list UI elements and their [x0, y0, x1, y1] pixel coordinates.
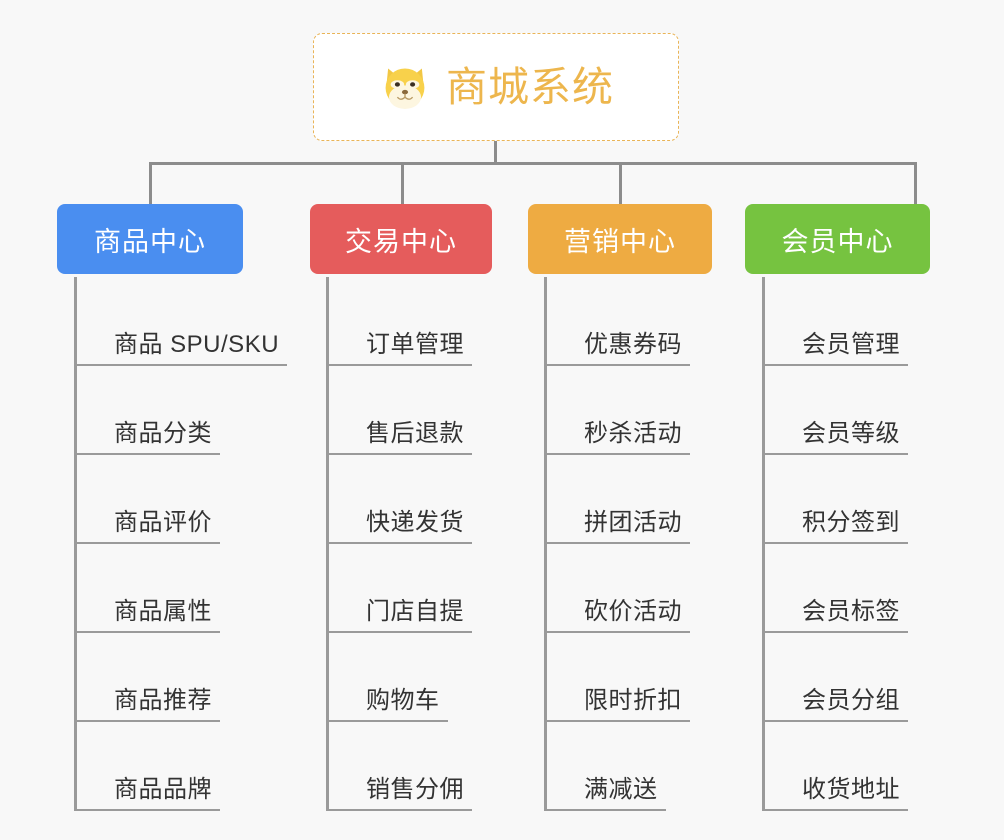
category-label-member: 会员中心: [781, 226, 894, 257]
category-box-marketing[interactable]: 营销中心: [528, 204, 712, 274]
leaf-item[interactable]: 商品推荐: [74, 633, 220, 722]
leaf-label: 商品 SPU/SKU: [114, 331, 280, 359]
leaf-item[interactable]: 售后退款: [326, 366, 472, 455]
leaf-trunk-product: [74, 277, 77, 811]
leaf-item[interactable]: 订单管理: [326, 277, 472, 366]
category-box-trade[interactable]: 交易中心: [310, 204, 492, 274]
leaf-item[interactable]: 积分签到: [762, 455, 908, 544]
leaf-item[interactable]: 购物车: [326, 633, 448, 722]
leaf-item[interactable]: 商品分类: [74, 366, 220, 455]
leaf-label: 砍价活动: [584, 598, 682, 626]
category-box-product[interactable]: 商品中心: [57, 204, 243, 274]
leaf-item[interactable]: 满减送: [544, 722, 666, 811]
leaf-label: 满减送: [584, 776, 658, 804]
leaf-label: 限时折扣: [584, 687, 682, 715]
leaf-item[interactable]: 会员分组: [762, 633, 908, 722]
leaf-item[interactable]: 会员等级: [762, 366, 908, 455]
category-label-product: 商品中心: [94, 226, 206, 257]
category-label-marketing: 营销中心: [564, 226, 676, 257]
leaf-item[interactable]: 销售分佣: [326, 722, 472, 811]
leaf-item[interactable]: 砍价活动: [544, 544, 690, 633]
leaf-label: 快递发货: [366, 509, 464, 537]
leaf-label: 优惠券码: [584, 331, 682, 359]
root-node-shop-system[interactable]: 商城系统: [313, 33, 679, 141]
leaf-label: 销售分佣: [366, 776, 464, 804]
leaf-item[interactable]: 会员标签: [762, 544, 908, 633]
connector-drop-2: [401, 162, 404, 204]
leaf-label: 积分签到: [802, 509, 900, 537]
leaf-item[interactable]: 商品评价: [74, 455, 220, 544]
root-title: 商城系统: [446, 63, 614, 110]
leaf-item[interactable]: 优惠券码: [544, 277, 690, 366]
leaf-label: 门店自提: [366, 598, 464, 626]
leaf-label: 会员管理: [802, 331, 900, 359]
leaf-item[interactable]: 拼团活动: [544, 455, 690, 544]
leaf-label: 订单管理: [366, 331, 464, 359]
leaf-label: 秒杀活动: [584, 420, 682, 448]
leaf-label: 商品品牌: [114, 776, 212, 804]
leaf-label: 拼团活动: [584, 509, 682, 537]
leaf-item[interactable]: 门店自提: [326, 544, 472, 633]
leaf-item[interactable]: 商品品牌: [74, 722, 220, 811]
leaf-item[interactable]: 会员管理: [762, 277, 908, 366]
category-box-member[interactable]: 会员中心: [745, 204, 930, 274]
leaf-label: 商品推荐: [114, 687, 212, 715]
leaf-label: 会员标签: [802, 598, 900, 626]
connector-drop-1: [149, 162, 152, 204]
leaf-label: 购物车: [366, 687, 440, 715]
leaf-item[interactable]: 收货地址: [762, 722, 908, 811]
connector-drop-3: [619, 162, 622, 204]
leaf-trunk-marketing: [544, 277, 547, 811]
shiba-dog-face-icon: [378, 60, 432, 114]
leaf-label: 商品属性: [114, 598, 212, 626]
category-label-trade: 交易中心: [345, 226, 457, 257]
leaf-label: 收货地址: [802, 776, 900, 804]
connector-horizontal-bus: [149, 162, 917, 165]
leaf-label: 商品评价: [114, 509, 212, 537]
leaf-item[interactable]: 限时折扣: [544, 633, 690, 722]
leaf-label: 商品分类: [114, 420, 212, 448]
leaf-trunk-member: [762, 277, 765, 811]
leaf-item[interactable]: 商品 SPU/SKU: [74, 277, 288, 366]
leaf-item[interactable]: 商品属性: [74, 544, 220, 633]
leaf-label: 会员等级: [802, 420, 900, 448]
leaf-trunk-trade: [326, 277, 329, 811]
connector-drop-4: [914, 162, 917, 204]
leaf-item[interactable]: 秒杀活动: [544, 366, 690, 455]
leaf-item[interactable]: 快递发货: [326, 455, 472, 544]
leaf-label: 售后退款: [366, 420, 464, 448]
connector-root-stem: [494, 141, 497, 165]
leaf-label: 会员分组: [802, 687, 900, 715]
